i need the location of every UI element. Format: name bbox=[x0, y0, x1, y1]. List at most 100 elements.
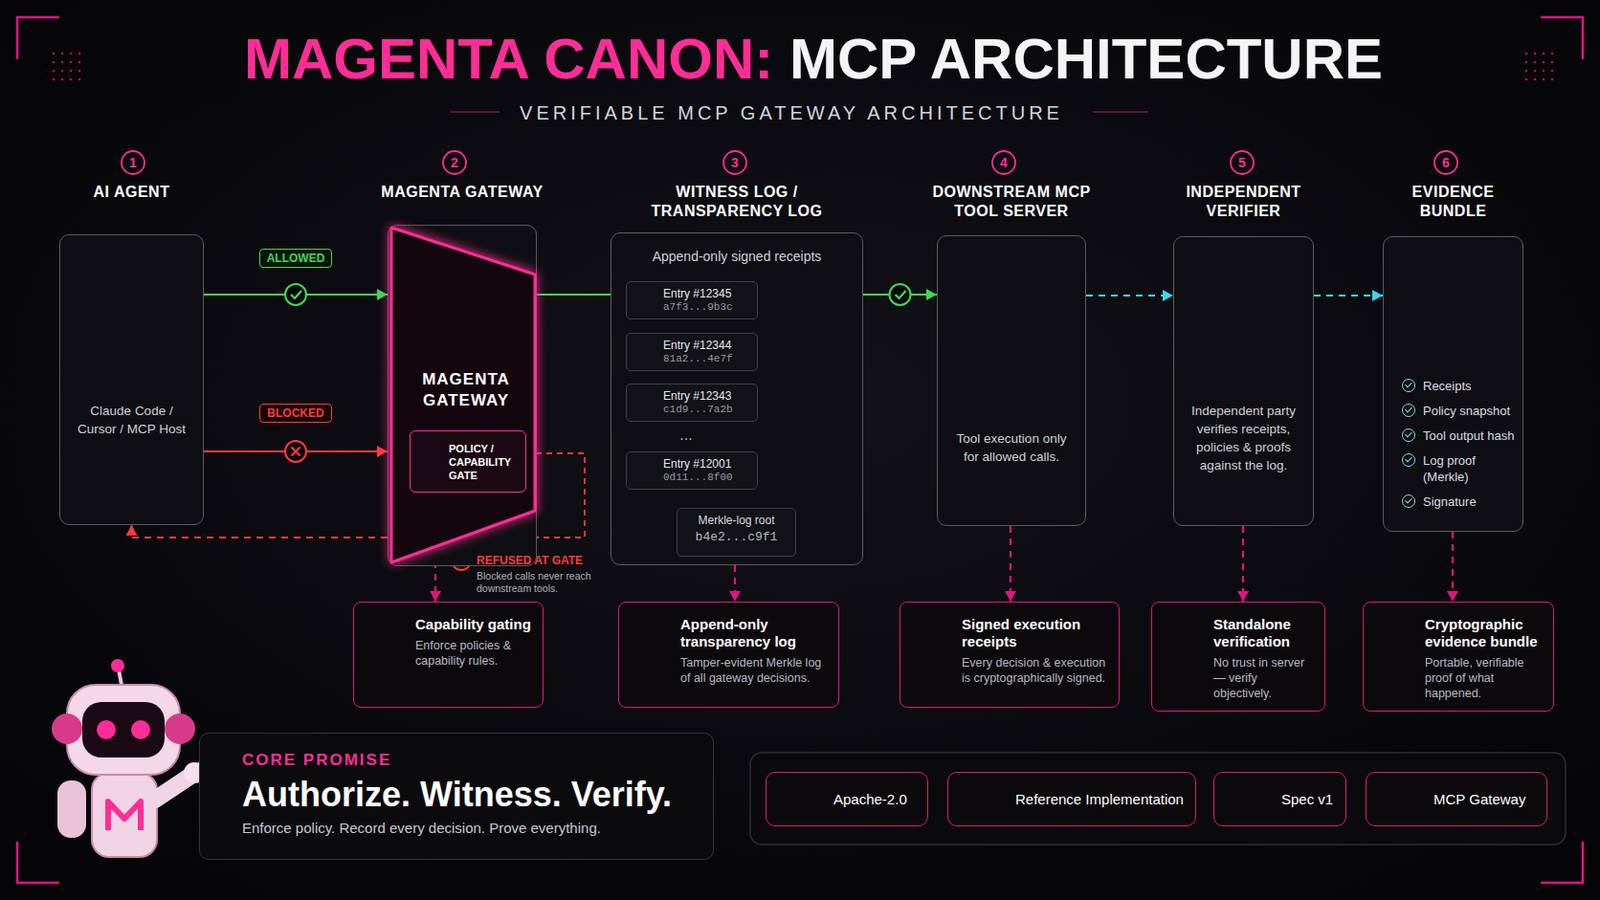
badge-text: Spec v1 bbox=[1281, 791, 1334, 808]
callout-number: 3 bbox=[723, 151, 747, 175]
title-row: MAGENTA CANON:MCP ARCHITECTURE bbox=[143, 24, 1484, 94]
connector-line bbox=[132, 525, 389, 538]
entry-hash: 0d11...8f00 bbox=[663, 470, 754, 485]
box-body: Independent party verifies receipts, pol… bbox=[1174, 401, 1313, 475]
entry-hash: 81a2...4e7f bbox=[663, 352, 754, 366]
badge: Reference Implementation bbox=[947, 772, 1197, 827]
agent-box: AI AGENTClaude Code / Cursor / MCP Host bbox=[59, 234, 204, 526]
promise-box: CORE PROMISEAuthorize. Witness. Verify.E… bbox=[199, 733, 714, 861]
column-heading: EVIDENCE BUNDLE bbox=[1381, 182, 1526, 222]
checklist-item: Log proof (Merkle) bbox=[1422, 452, 1515, 486]
status-mark bbox=[889, 284, 912, 306]
log-box: WITNESS LOG / TRANSPARENCY LOGAppend-onl… bbox=[610, 232, 864, 566]
arrowhead bbox=[1237, 591, 1249, 602]
feature-box: Append-only transparency logTamper-evide… bbox=[618, 601, 840, 709]
connector bbox=[1446, 532, 1459, 602]
arrowhead bbox=[729, 591, 741, 602]
badge-text: Reference Implementation bbox=[1015, 791, 1184, 808]
arrowhead bbox=[429, 591, 442, 602]
edge-label: ALLOWED bbox=[259, 248, 334, 268]
arrowhead bbox=[926, 288, 937, 301]
checklist-item: Receipts bbox=[1422, 377, 1515, 395]
arrowhead bbox=[1162, 289, 1174, 302]
dot-grid bbox=[45, 51, 83, 81]
number-circles bbox=[121, 151, 1458, 175]
log-entry: Entry #12343c1d9...7a2b bbox=[625, 383, 758, 423]
gate-label: POLICY / CAPABILITY GATE bbox=[448, 442, 522, 483]
feature-title: Cryptographic evidence bundle bbox=[1424, 616, 1544, 651]
box-body: Tool execution only for allowed calls. bbox=[937, 429, 1086, 467]
feature-title: Signed execution receipts bbox=[961, 616, 1110, 651]
connector bbox=[1086, 289, 1174, 302]
evidence-box: EVIDENCE BUNDLEReceiptsPolicy snapshotTo… bbox=[1382, 236, 1524, 533]
refused-label: REFUSED AT GATE bbox=[476, 554, 583, 568]
callout-number: 2 bbox=[443, 151, 467, 175]
arrowhead bbox=[377, 288, 388, 301]
title-part: MCP ARCHITECTURE bbox=[789, 26, 1383, 91]
callout-number: 1 bbox=[121, 151, 145, 175]
connector bbox=[536, 294, 611, 296]
edge-label: BLOCKED bbox=[259, 403, 332, 423]
feature-title: Append-only transparency log bbox=[680, 616, 829, 651]
gateway-trapezoid bbox=[391, 227, 535, 563]
check-mark bbox=[895, 290, 907, 299]
root-hash: b4e2...c9f1 bbox=[677, 528, 796, 548]
subtitle: VERIFIABLE MCP GATEWAY ARCHITECTURE bbox=[519, 101, 1064, 125]
entry-title: Entry #12001 bbox=[663, 457, 754, 471]
connector bbox=[863, 284, 937, 306]
badge: Spec v1 bbox=[1213, 772, 1347, 827]
feature-box: Standalone verificationNo trust in serve… bbox=[1151, 601, 1326, 712]
checklist-item: Signature bbox=[1422, 493, 1515, 511]
entry-title: Entry #12345 bbox=[663, 287, 754, 301]
column-heading: INDEPENDENT VERIFIER bbox=[1172, 182, 1316, 222]
connector-line bbox=[1242, 526, 1245, 602]
badge-panel bbox=[750, 753, 1566, 845]
tool-server-box: DOWNSTREAM MCP TOOL SERVERTool execution… bbox=[936, 235, 1087, 527]
entry-hash: c1d9...7a2b bbox=[663, 402, 754, 417]
feature-box: Capability gatingEnforce policies & capa… bbox=[353, 601, 544, 709]
arrowhead bbox=[126, 525, 138, 536]
badge-text: MCP Gateway bbox=[1433, 791, 1526, 808]
feature-box: Signed execution receiptsEvery decision … bbox=[899, 601, 1120, 709]
log-entry: Entry #1234481a2...4e7f bbox=[625, 333, 758, 372]
dot-grid bbox=[1519, 51, 1556, 81]
column-heading: AI AGENT bbox=[36, 182, 228, 202]
merkle-root-box: Merkle-log rootb4e2...c9f1 bbox=[676, 508, 797, 557]
arrowhead bbox=[1446, 591, 1459, 602]
status-mark bbox=[285, 284, 307, 306]
connector bbox=[203, 284, 388, 306]
title: MAGENTA CANON: bbox=[244, 26, 774, 91]
entry-title: Entry #12343 bbox=[663, 389, 754, 403]
arrowhead bbox=[1004, 591, 1017, 602]
status-mark bbox=[285, 441, 307, 463]
feature-body: Tamper-evident Merkle log of all gateway… bbox=[680, 655, 829, 687]
column-heading: MAGENTA GATEWAY bbox=[356, 182, 568, 202]
feature-body: No trust in server— verify objectively. bbox=[1213, 655, 1315, 702]
promise-text: Authorize. Witness. Verify. bbox=[242, 774, 694, 817]
feature-box: Cryptographic evidence bundlePortable, v… bbox=[1362, 601, 1555, 712]
root-title: Merkle-log root bbox=[677, 513, 796, 529]
callout-number: 6 bbox=[1434, 151, 1458, 175]
mascot-robot bbox=[51, 659, 218, 858]
gateway-title: MAGENTA GATEWAY bbox=[403, 369, 529, 412]
log-subtitle: Append-only signed receipts bbox=[611, 233, 863, 265]
connector bbox=[1004, 526, 1017, 602]
badge: MCP Gateway bbox=[1365, 772, 1548, 827]
promise-text: CORE PROMISE bbox=[242, 751, 694, 771]
entry-title: Entry #12344 bbox=[663, 338, 754, 353]
connector-line bbox=[536, 293, 611, 296]
arrowhead bbox=[377, 445, 388, 458]
cross-mark bbox=[291, 447, 301, 457]
feature-body: Every decision & execution is cryptograp… bbox=[961, 655, 1110, 687]
check-mark bbox=[290, 290, 302, 299]
verifier-box: INDEPENDENT VERIFIERIndependent party ve… bbox=[1173, 236, 1314, 527]
corner-brackets bbox=[17, 17, 1583, 884]
connector bbox=[1313, 289, 1383, 302]
log-entry: Entry #120010d11...8f00 bbox=[625, 451, 758, 490]
checklist-item: Tool output hash bbox=[1422, 427, 1515, 445]
connector bbox=[126, 525, 389, 538]
callout-number: 5 bbox=[1230, 151, 1254, 175]
connector-line bbox=[1086, 294, 1174, 297]
